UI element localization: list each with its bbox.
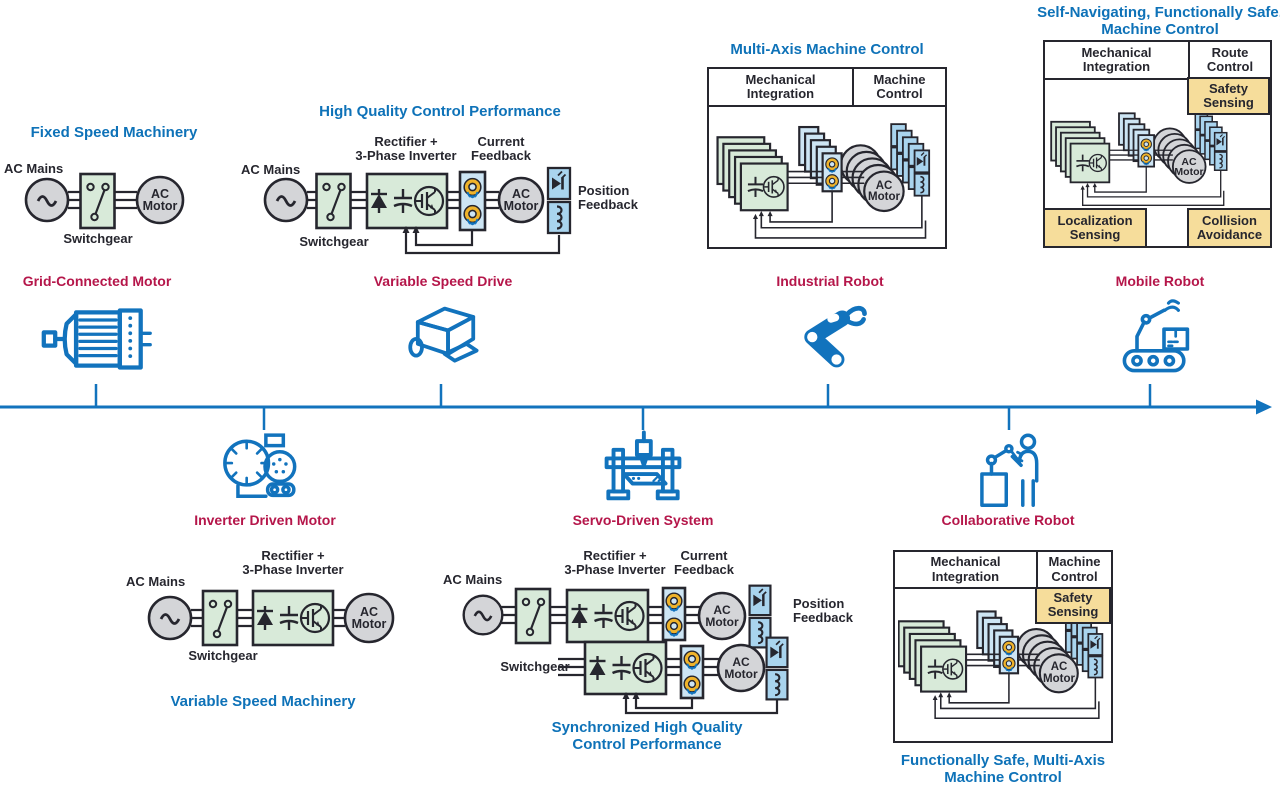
label-ac-motor: AC Motor	[351, 604, 387, 631]
circuit-fixed-speed	[24, 172, 185, 230]
machine-label-grid-connected-motor: Grid-Connected Motor	[22, 273, 172, 289]
position-feedback-icon-axis2	[767, 638, 788, 700]
self-navigating-box: AC Motor Mechanical Integration Route Co…	[1043, 40, 1272, 248]
ac-motor-icon	[343, 592, 395, 644]
label-ac-motor: AC Motor	[1174, 155, 1204, 178]
label-position-feedback: Position Feedback	[578, 183, 638, 213]
ac-source-icon	[147, 595, 193, 641]
three-phase-wires	[191, 608, 345, 628]
label-ac-mains: AC Mains	[4, 161, 64, 176]
three-phase-wires	[500, 605, 700, 625]
timeline-arrowhead	[1256, 399, 1272, 415]
switchgear-icon	[79, 172, 116, 230]
collaborative-robot-icon	[980, 433, 1039, 507]
label-ac-mains: AC Mains	[126, 574, 186, 589]
label-ac-motor-axis2: AC Motor	[724, 655, 758, 681]
ac-motor-icon	[497, 176, 545, 224]
cell-safety-sensing: Safety Sensing	[1035, 586, 1111, 624]
ac-source-icon	[24, 177, 70, 223]
machine-label-variable-speed-drive: Variable Speed Drive	[373, 273, 513, 289]
label-position-feedback: Position Feedback	[793, 596, 853, 626]
circuit-variable-speed-machinery	[147, 589, 395, 647]
machine-label-inverter-driven-motor: Inverter Driven Motor	[194, 512, 336, 528]
grid-connected-motor-icon	[41, 308, 152, 370]
cell-collision-avoidance: Collision Avoidance	[1187, 208, 1270, 246]
three-phase-wires	[68, 190, 137, 210]
industrial-robot-icon	[804, 305, 867, 368]
label-ac-motor: AC Motor	[142, 186, 178, 213]
machine-label-collaborative-robot: Collaborative Robot	[941, 512, 1075, 528]
title-fixed-speed-machinery: Fixed Speed Machinery	[30, 124, 198, 141]
timeline-ticks-up	[94, 384, 1152, 407]
mobile-robot-icon	[1122, 299, 1190, 373]
ac-motor-icon-axis2	[716, 643, 766, 693]
multi-axis-drive-stack	[712, 111, 942, 246]
multi-axis-box: AC Motor Mechanical Integration Machine …	[707, 67, 947, 249]
label-ac-motor: AC Motor	[503, 186, 539, 213]
cell-localization-sensing: Localization Sensing	[1045, 208, 1147, 246]
label-switchgear: Switchgear	[63, 231, 133, 246]
variable-speed-drive-icon	[408, 306, 479, 363]
servo-driven-system-icon	[604, 430, 682, 501]
switchgear-icon	[514, 587, 552, 645]
feedback-arrow	[632, 692, 640, 699]
timeline-ticks-down	[262, 407, 1011, 430]
functionally-safe-box: AC Motor Mechanical Integration Machine …	[893, 550, 1113, 743]
feedback-arrow	[402, 226, 410, 233]
label-switchgear: Switchgear	[299, 234, 369, 249]
feedback-wires	[624, 697, 779, 715]
feedback-wires	[404, 230, 561, 255]
label-switchgear: Switchgear	[188, 648, 258, 663]
ac-motor-icon	[135, 175, 185, 225]
machine-label-servo-driven-system: Servo-Driven System	[572, 512, 714, 528]
ac-source-icon	[263, 177, 309, 223]
label-rectifier-inverter: Rectifier + 3-Phase Inverter	[242, 548, 344, 578]
circuit-servo-driven-system	[462, 580, 872, 715]
label-rectifier-inverter: Rectifier + 3-Phase Inverter	[564, 548, 666, 578]
position-feedback-icon	[548, 168, 570, 233]
title-synchronized-control: Synchronized High Quality Control Perfor…	[551, 719, 743, 753]
switchgear-icon	[315, 172, 352, 230]
label-switchgear: Switchgear	[500, 659, 570, 674]
cell-mechanical-integration: Mechanical Integration	[709, 69, 854, 107]
three-phase-wires-axis2	[558, 657, 719, 677]
label-ac-motor: AC Motor	[868, 179, 900, 203]
timeline-axis	[0, 384, 1272, 430]
label-ac-mains: AC Mains	[241, 162, 301, 177]
cell-route-control: Route Control	[1190, 42, 1270, 80]
cell-machine-control: Machine Control	[854, 69, 945, 107]
machine-label-mobile-robot: Mobile Robot	[1115, 273, 1205, 289]
ac-motor-icon	[697, 591, 747, 641]
feedback-arrow	[412, 226, 420, 233]
cell-safety-sensing: Safety Sensing	[1187, 77, 1270, 115]
inverter-driven-motor-icon	[223, 433, 297, 498]
label-ac-mains: AC Mains	[443, 572, 503, 587]
title-variable-speed-machinery: Variable Speed Machinery	[170, 693, 356, 710]
title-high-quality-control: High Quality Control Performance	[319, 103, 561, 120]
label-current-feedback: Current Feedback	[674, 548, 734, 578]
circuit-variable-speed-drive	[263, 165, 650, 255]
three-phase-wires	[307, 190, 499, 210]
cell-machine-control: Machine Control	[1038, 552, 1111, 589]
label-rectifier-inverter: Rectifier + 3-Phase Inverter	[355, 134, 457, 164]
cell-mechanical-integration: Mechanical Integration	[1045, 42, 1190, 80]
title-multi-axis-machine-control: Multi-Axis Machine Control	[730, 41, 924, 58]
switchgear-icon	[201, 589, 239, 647]
cell-mechanical-integration: Mechanical Integration	[895, 552, 1038, 589]
label-ac-motor: AC Motor	[1043, 661, 1075, 685]
ac-source-icon	[462, 594, 504, 636]
machine-label-industrial-robot: Industrial Robot	[776, 273, 884, 289]
label-ac-motor: AC Motor	[705, 603, 739, 629]
title-functionally-safe-multi-axis: Functionally Safe, Multi-Axis Machine Co…	[900, 752, 1106, 786]
title-self-navigating: Self-Navigating, Functionally Safe, Mach…	[1037, 4, 1280, 38]
feedback-arrow	[622, 692, 630, 699]
label-current-feedback: Current Feedback	[471, 134, 531, 164]
